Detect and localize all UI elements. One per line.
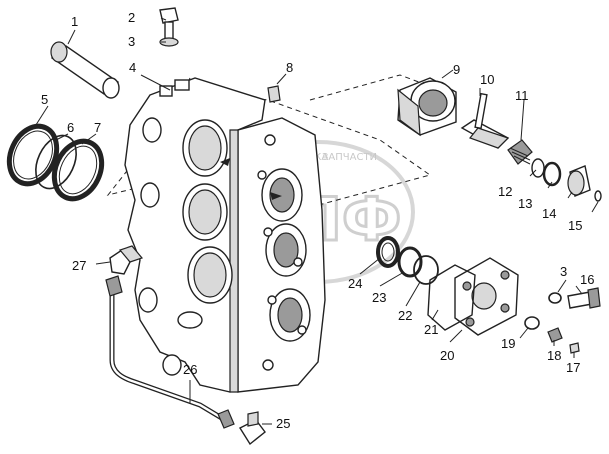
part-21-gasket [427, 264, 476, 331]
callout-16: 16 [580, 272, 594, 287]
part-27-elbow-fitting [95, 245, 144, 275]
part-26-brake-tube [105, 275, 235, 429]
part-22-o-ring [413, 255, 439, 285]
callout-3-lower: 3 [560, 264, 567, 279]
callout-24: 24 [348, 276, 362, 291]
part-19-washer [524, 316, 540, 330]
callout-10: 10 [480, 72, 494, 87]
callout-14: 14 [542, 206, 556, 221]
callout-7: 7 [94, 120, 101, 135]
part-1-guide-pin [50, 29, 120, 99]
arrow-icon [220, 158, 230, 166]
part-13-ring [542, 161, 562, 187]
callout-20: 20 [440, 348, 454, 363]
part-2-bolt [159, 7, 179, 47]
callout-17: 17 [566, 360, 580, 375]
callout-15: 15 [568, 218, 582, 233]
callout-labels: 1 2 3 4 5 6 7 8 9 10 11 12 13 14 15 3 16… [41, 10, 594, 431]
part-9-piston [397, 69, 457, 137]
callout-18: 18 [547, 348, 561, 363]
watermark-text-2: ЗАПЧАСТИ [322, 152, 377, 163]
callout-6: 6 [67, 120, 74, 135]
part-15-pin [594, 190, 602, 202]
leader-lines [33, 17, 599, 358]
part-23-ring [397, 246, 423, 278]
callout-2: 2 [128, 10, 135, 25]
callout-25: 25 [276, 416, 290, 431]
part-24-bushing [376, 236, 400, 268]
callout-21: 21 [424, 322, 438, 337]
callout-22: 22 [398, 308, 412, 323]
part-17-screw [569, 342, 580, 354]
callout-27: 27 [72, 258, 86, 273]
part-25-elbow-lower [238, 411, 272, 446]
callout-19: 19 [501, 336, 515, 351]
part-12-washer [531, 158, 545, 178]
callout-23: 23 [372, 290, 386, 305]
part-11-spring [507, 99, 533, 165]
callout-8: 8 [286, 60, 293, 75]
part-16-bolt [567, 287, 601, 309]
callout-9: 9 [453, 62, 460, 77]
part-6-o-ring [35, 134, 77, 190]
arrow-icon [270, 192, 282, 200]
part-10-adjuster-screw [460, 92, 510, 149]
part-18-nut [547, 327, 563, 343]
callout-5: 5 [41, 92, 48, 107]
callout-26: 26 [183, 362, 197, 377]
caliper-housing [124, 77, 326, 393]
part-3-washer-lower [548, 292, 562, 304]
part-14-cap [567, 165, 591, 197]
callout-11: 11 [515, 88, 529, 103]
part-7-dust-seal [51, 138, 105, 202]
callout-13: 13 [518, 196, 532, 211]
callout-3: 3 [128, 34, 135, 49]
part-8-bleeder-screw [267, 73, 287, 103]
callout-12: 12 [498, 184, 512, 199]
part-5-seal-ring [6, 123, 60, 187]
callout-4: 4 [129, 60, 136, 75]
callout-1: 1 [71, 14, 78, 29]
